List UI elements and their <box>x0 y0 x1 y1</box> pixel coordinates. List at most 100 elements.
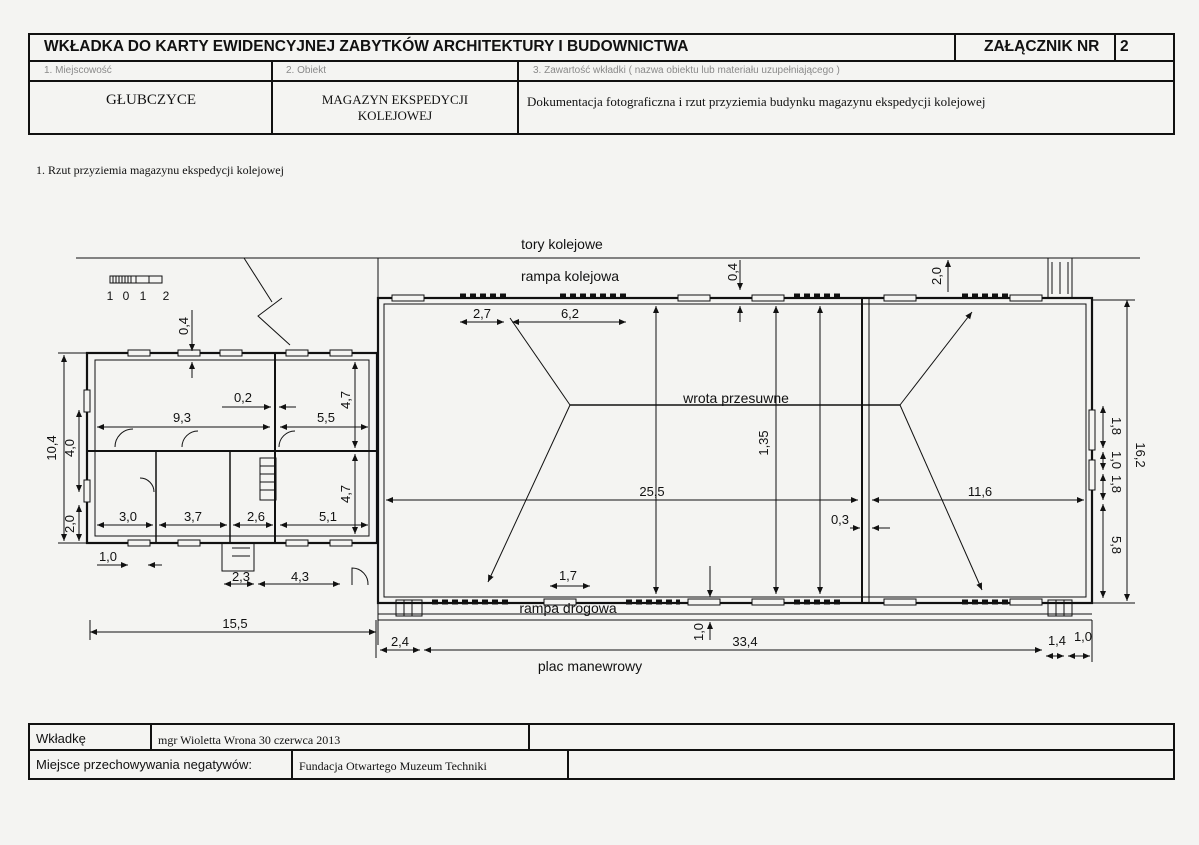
north-arrow-line <box>243 257 273 303</box>
scale-label: 2 <box>163 289 170 303</box>
dimension-text: 1,0 <box>99 549 117 564</box>
dimension-text: 9,3 <box>173 410 191 425</box>
contents-value: Dokumentacja fotograficzna i rzut przyzi… <box>527 94 986 109</box>
dimension-text: 1,8 <box>1109 417 1124 435</box>
plan-labels: tory kolejowe rampa kolejowa rampa drogo… <box>519 236 789 674</box>
dimension-text: 2,4 <box>391 634 409 649</box>
header-divider <box>271 62 273 135</box>
window <box>219 349 243 357</box>
door-swing <box>181 430 199 448</box>
dimension-text: 2,6 <box>247 509 265 524</box>
window <box>1009 294 1043 302</box>
dimension-text: 15,5 <box>222 616 247 631</box>
rail-ramp-label: rampa kolejowa <box>521 268 619 284</box>
object-value-line: MAGAZYN EKSPEDYCJI <box>321 92 469 107</box>
ramp-steps <box>1047 599 1073 617</box>
dimension-text: 4,7 <box>338 485 353 503</box>
insert-label: Wkładkę <box>30 725 152 749</box>
dimension-text: 0,3 <box>831 512 849 527</box>
door-swing <box>351 567 369 586</box>
locality-value: GŁUBCZYCE <box>106 92 196 108</box>
contents-label: 3. Zawartość wkładki ( nazwa obiektu lub… <box>519 62 1173 82</box>
dimension-text: 33,4 <box>732 634 757 649</box>
warehouse-outline <box>376 296 1094 605</box>
dimension-text: 3,0 <box>119 509 137 524</box>
window <box>177 349 201 357</box>
window <box>751 294 785 302</box>
plan-caption: 1. Rzut przyziemia magazynu ekspedycji k… <box>36 163 284 177</box>
scale-label: 1 <box>107 289 114 303</box>
object-label: 2. Obiekt <box>272 62 519 82</box>
window <box>543 598 577 606</box>
window <box>687 598 721 606</box>
dimension-text: 1,4 <box>1048 633 1066 648</box>
object-value-line: KOLEJOWEJ <box>357 108 433 123</box>
door-swing <box>114 428 134 448</box>
annex-number: 2 <box>1114 35 1175 62</box>
dimension-text: 1,0 <box>1074 629 1092 644</box>
dimension-text: 0,4 <box>176 317 191 335</box>
dimension-text: 2,3 <box>232 569 250 584</box>
dimension-text: 2,0 <box>929 267 944 285</box>
dimension-text: 4,7 <box>338 391 353 409</box>
dimension-text: 1,7 <box>559 568 577 583</box>
header-table: WKŁADKA DO KARTY EWIDENCYJNEJ ZABYTKÓW A… <box>28 33 1175 135</box>
window <box>1088 409 1096 451</box>
window <box>329 539 353 547</box>
document-title: WKŁADKA DO KARTY EWIDENCYJNEJ ZABYTKÓW A… <box>30 35 956 62</box>
small-building-inner <box>94 359 370 537</box>
locality-label: 1. Miejscowość <box>30 62 272 82</box>
dimension-text: 5,5 <box>317 410 335 425</box>
window <box>285 539 309 547</box>
dimension-text: 4,0 <box>62 439 77 457</box>
entrance-steps <box>221 542 255 572</box>
dimension-text: 1,0 <box>691 623 706 641</box>
dimension-text: 1,0 <box>1109 451 1124 469</box>
dimension-lines <box>58 260 1135 662</box>
ramp-steps <box>1047 257 1073 299</box>
dimension-text: 3,7 <box>184 509 202 524</box>
window <box>127 349 151 357</box>
window <box>285 349 309 357</box>
dimension-text: 6,2 <box>561 306 579 321</box>
door-swing <box>139 477 155 493</box>
road-ramp-label: rampa drogowa <box>519 600 616 616</box>
header-divider <box>517 62 519 135</box>
dimension-text: 0,2 <box>234 390 252 405</box>
window <box>127 539 151 547</box>
dimension-text: 4,3 <box>291 569 309 584</box>
object-value: MAGAZYN EKSPEDYCJI KOLEJOWEJ <box>272 82 518 135</box>
window <box>751 598 785 606</box>
tracks-label: tory kolejowe <box>521 236 603 252</box>
dimension-text: 1,8 <box>1109 475 1124 493</box>
window <box>883 294 917 302</box>
gate-openings <box>432 293 1012 605</box>
ramp-steps <box>395 599 423 617</box>
dimension-text: 1,35 <box>756 430 771 455</box>
insert-value: mgr Wioletta Wrona 30 czerwca 2013 <box>152 725 530 749</box>
dimension-text: 10,4 <box>44 435 59 460</box>
dimension-text: 11,6 <box>968 484 992 499</box>
window <box>177 539 201 547</box>
window <box>1009 598 1043 606</box>
warehouse-inner <box>383 303 1087 598</box>
dimension-text: 0,4 <box>725 263 740 281</box>
negatives-value: Fundacja Otwartego Muzeum Techniki <box>293 751 569 778</box>
windows <box>83 294 1096 606</box>
door-swing <box>278 430 296 448</box>
dimension-text: 5,8 <box>1109 536 1124 554</box>
window <box>83 389 91 413</box>
staircase <box>259 457 277 501</box>
footer-row-negatives: Miejsce przechowywania negatywów: Fundac… <box>28 751 1175 780</box>
window <box>677 294 711 302</box>
dimension-text: 16,2 <box>1133 442 1148 467</box>
scale-bar: 1 0 1 2 <box>107 275 170 303</box>
yard-label: plac manewrowy <box>538 658 642 674</box>
window <box>83 479 91 503</box>
negatives-label: Miejsce przechowywania negatywów: <box>30 751 293 778</box>
window <box>329 349 353 357</box>
sliding-gates-label: wrota przesuwne <box>682 390 789 406</box>
scale-label: 1 <box>140 289 147 303</box>
